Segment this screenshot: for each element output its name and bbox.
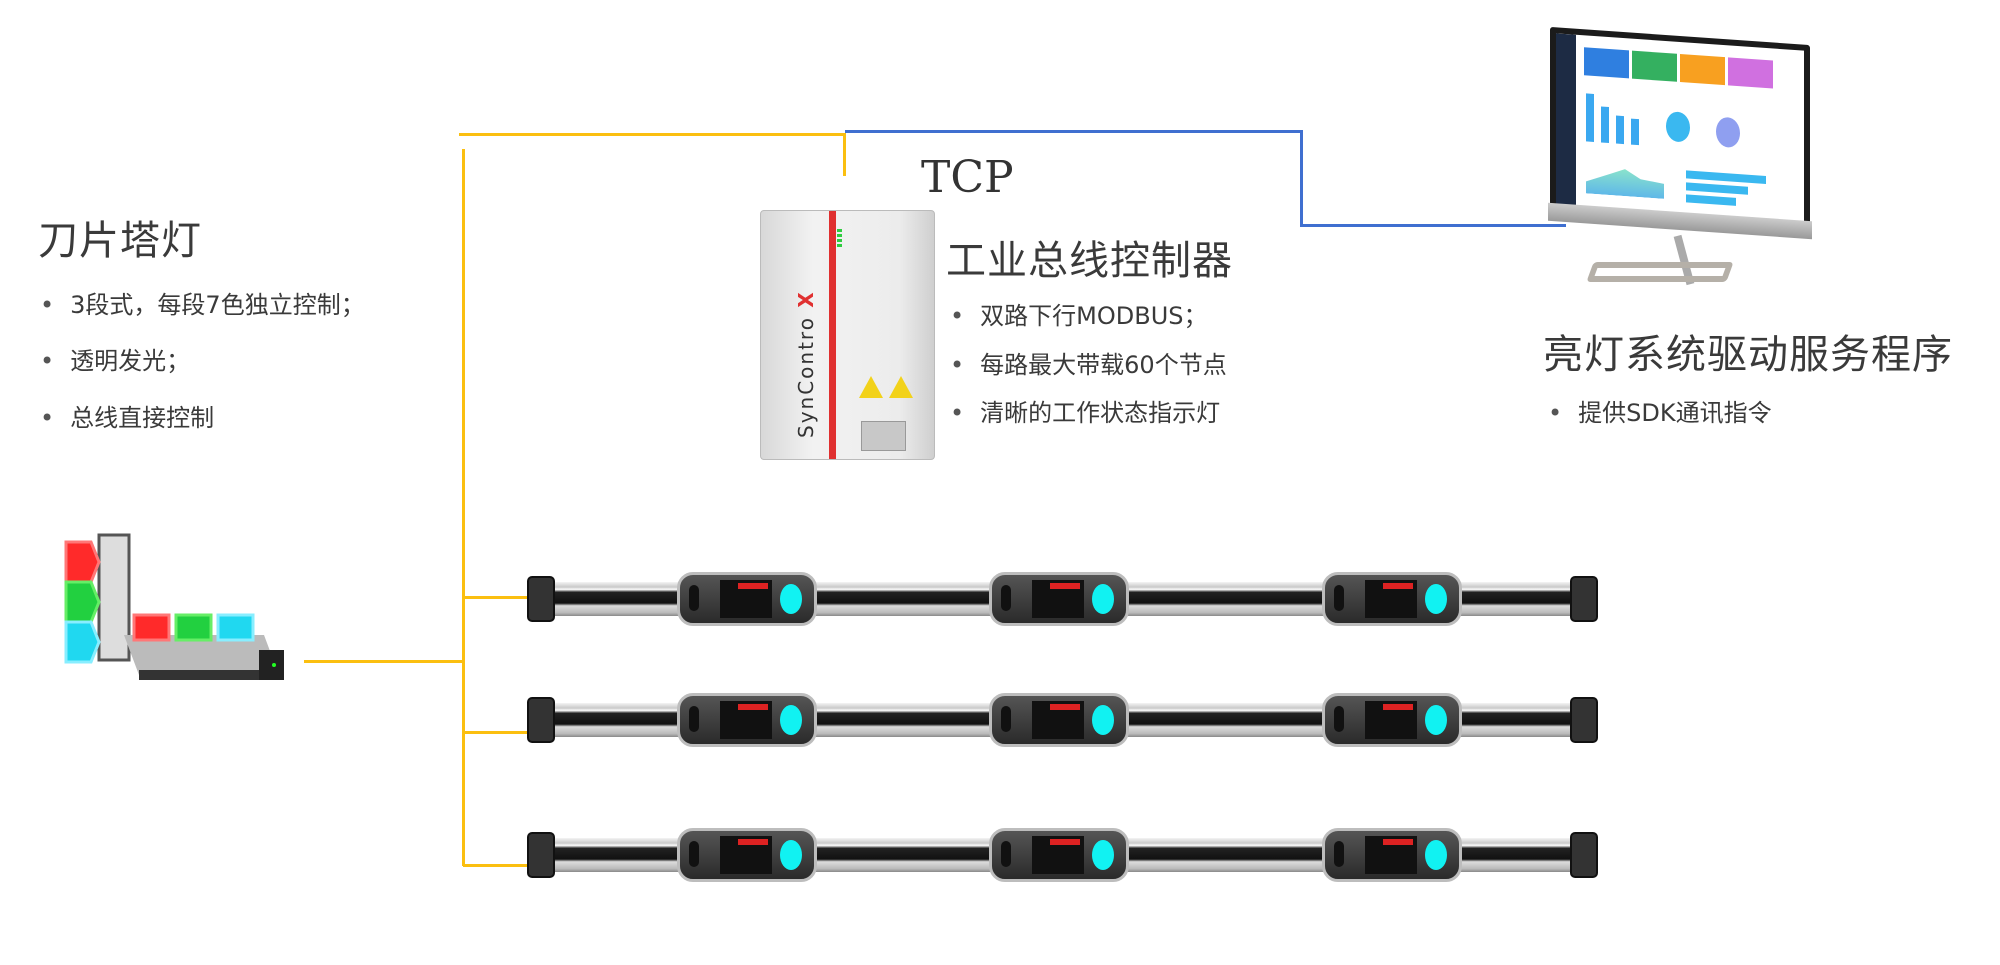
controller-bullet: 清晰的工作状态指示灯: [950, 393, 1220, 428]
cyan-indicator-icon: [780, 705, 802, 735]
tower-light-bullet: 透明发光；: [40, 341, 190, 376]
tower-light-title: 刀片塔灯: [38, 218, 202, 264]
dashboard-screen: [1556, 33, 1804, 229]
tcp-line-to-monitor: [1300, 224, 1566, 227]
node-module: [989, 693, 1129, 747]
service-title: 亮灯系统驱动服务程序: [1543, 332, 1953, 378]
blade-tower-light-image: [64, 533, 284, 680]
controller-red-stripe: [829, 211, 836, 459]
service-bullet: 提供SDK通讯指令: [1548, 393, 1771, 428]
cyan-indicator-icon: [1425, 584, 1447, 614]
light-bar-row-3: [527, 828, 1598, 882]
tcp-line-top: [845, 130, 1303, 133]
light-bar-row-2: [527, 693, 1598, 747]
node-module: [1322, 572, 1462, 626]
node-module: [677, 828, 817, 882]
tcp-label: TCP: [921, 152, 1014, 203]
bus-line-lamp: [304, 660, 464, 663]
node-module: [1322, 693, 1462, 747]
controller-bullet: 双路下行MODBUS；: [950, 296, 1207, 331]
warning-icon: [889, 376, 913, 398]
node-module: [1322, 828, 1462, 882]
monitor-base: [1586, 262, 1734, 282]
status-led-icons: [837, 229, 842, 249]
cyan-indicator-icon: [1425, 705, 1447, 735]
nameplate: [861, 421, 906, 451]
node-module: [677, 693, 817, 747]
bus-line-row-2: [463, 731, 529, 734]
controller-title: 工业总线控制器: [946, 238, 1233, 284]
bus-controller-image: SynContro X: [760, 210, 935, 460]
controller-bullet: 每路最大带载60个节点: [950, 345, 1227, 380]
tower-light-bullet: 3段式，每段7色独立控制；: [40, 285, 365, 320]
cyan-indicator-icon: [1425, 840, 1447, 870]
monitor-image: [1550, 26, 1810, 236]
tcp-line-drop: [1300, 130, 1303, 227]
bus-line-vertical: [462, 149, 465, 866]
cyan-indicator-icon: [1092, 840, 1114, 870]
light-bar-row-1: [527, 572, 1598, 626]
bus-line-row-1: [463, 596, 529, 599]
node-module: [989, 572, 1129, 626]
cyan-indicator-icon: [780, 584, 802, 614]
controller-brand-logo: SynContro X: [794, 290, 818, 438]
node-module: [989, 828, 1129, 882]
tower-light-bullet: 总线直接控制: [40, 398, 214, 433]
bus-line-top: [459, 133, 845, 136]
cyan-indicator-icon: [1092, 705, 1114, 735]
bus-line-drop-controller: [843, 133, 846, 176]
warning-icon: [859, 376, 883, 398]
cyan-indicator-icon: [780, 840, 802, 870]
cyan-indicator-icon: [1092, 584, 1114, 614]
bus-line-row-3: [463, 864, 529, 867]
node-module: [677, 572, 817, 626]
